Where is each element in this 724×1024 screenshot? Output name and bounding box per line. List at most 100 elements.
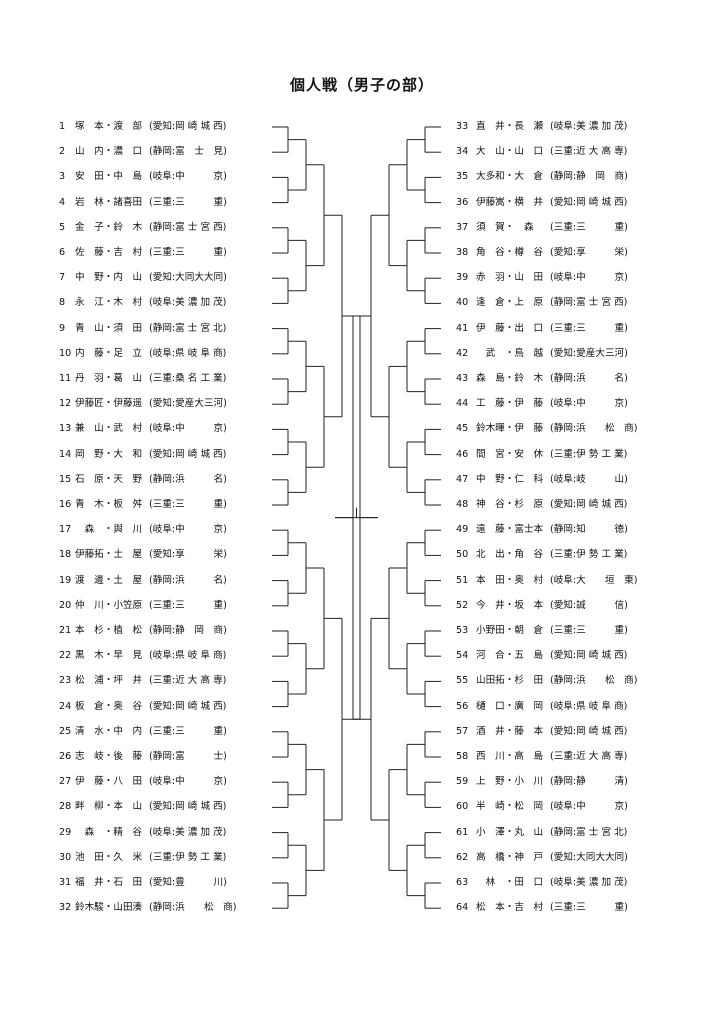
- page-title: 個人戦（男子の部）: [289, 76, 434, 94]
- entry-players: 伊藤拓・土 屋: [75, 549, 143, 561]
- entry-team: (三重:三 重): [149, 725, 227, 737]
- entry-players: 内 藤・足 立: [75, 347, 143, 359]
- entry-players: 本 杉・植 松: [75, 625, 143, 636]
- entry-players: 武 ・鳥 越: [476, 347, 544, 359]
- entry-players: 角 谷・樽 谷: [476, 247, 544, 258]
- entry-players: 鈴木暉・伊 藤: [476, 423, 544, 435]
- entry-team: (静岡:静 岡 商): [149, 625, 227, 636]
- entry-team: (静岡:富 士 宮 西): [550, 297, 628, 309]
- entry-players: 青 木・板 舛: [75, 499, 143, 510]
- entry-team: (静岡:富 士 見): [149, 146, 227, 158]
- entry-team: (静岡:静 岡 商): [550, 171, 628, 183]
- entry-team: (三重:桑 名 工 業): [149, 373, 227, 384]
- entry-team: (三重:三 重): [550, 625, 628, 636]
- entry-players: 塚 本・渡 部: [75, 121, 143, 132]
- entry-team: (三重:三 重): [550, 902, 628, 914]
- entry-players: 河 合・五 島: [476, 650, 544, 662]
- entry-team: (三重:近 大 高 専): [550, 751, 628, 762]
- entry-team: (三重:伊 勢 工 業): [550, 549, 628, 561]
- entry-players: 山田拓・杉 田: [476, 675, 544, 687]
- entry-team: (岐阜:中 京): [149, 776, 227, 788]
- entry-team: (愛知:岡 崎 城 西): [550, 650, 628, 662]
- entry-number: 9: [59, 322, 66, 334]
- entry-team: (愛知:大同大大同): [149, 272, 227, 284]
- entry-team: (愛知:岡 崎 城 西): [149, 700, 227, 712]
- entry-number: 20: [59, 599, 72, 611]
- entry-number: 34: [456, 146, 469, 158]
- entry-number: 47: [456, 473, 469, 485]
- entry-team: (三重:三 重): [149, 247, 227, 258]
- entry-number: 22: [59, 650, 72, 662]
- entry-number: 5: [59, 221, 66, 233]
- entry-players: 小 澤・丸 山: [476, 826, 544, 838]
- entry-team: (岐阜:中 京): [149, 524, 227, 536]
- entry-players: 林 ・田 口: [476, 877, 544, 888]
- entry-number: 2: [59, 146, 66, 158]
- entry-players: 池 田・久 米: [75, 851, 143, 863]
- entry-number: 62: [456, 851, 469, 863]
- entry-players: 金 子・鈴 木: [75, 221, 143, 233]
- entry-row: 29 森 ・精 谷(岐阜:美 濃 加 茂): [59, 826, 253, 840]
- entry-team: (愛知:享 栄): [550, 247, 628, 258]
- entry-team: (三重:近 大 高 専): [550, 146, 628, 158]
- entry-team: (三重:三 重): [149, 196, 227, 208]
- entry-number: 54: [456, 650, 469, 662]
- entry-players: 鈴木駿・山田湊: [75, 902, 143, 914]
- entry-number: 33: [456, 121, 469, 132]
- entry-number: 45: [456, 423, 469, 435]
- entry-team: (岐阜:大 垣 東): [550, 574, 638, 586]
- entry-players: 青 山・須 田: [75, 322, 143, 334]
- entry-team: (静岡:富 士 宮 北): [550, 826, 628, 838]
- entry-team: (岐阜:美 濃 加 茂): [149, 826, 227, 838]
- entry-number: 30: [59, 851, 72, 863]
- entry-players: 直 井・長 瀬: [476, 121, 544, 132]
- entry-team: (愛知:享 栄): [149, 549, 227, 561]
- entry-number: 59: [456, 776, 469, 788]
- entry-players: 赤 羽・山 田: [476, 272, 544, 284]
- entry-team: (愛知:岡 崎 城 西): [149, 448, 227, 460]
- entry-number: 49: [456, 524, 469, 536]
- entry-row: 42 武 ・鳥 越(愛知:愛産大三河): [456, 347, 654, 361]
- entry-number: 39: [456, 272, 469, 284]
- entry-number: 40: [456, 297, 469, 309]
- entry-number: 56: [456, 700, 469, 712]
- entry-players: 福 井・石 田: [75, 877, 143, 888]
- entry-number: 51: [456, 574, 469, 586]
- entry-players: 森 ・與 川: [75, 524, 143, 536]
- entry-players: 永 江・木 村: [75, 297, 143, 309]
- entry-team: (岐阜:中 京): [550, 801, 628, 813]
- entry-number: 27: [59, 776, 72, 788]
- entry-team: (愛知:豊 川): [149, 877, 227, 888]
- entry-players: 伊 藤・出 口: [476, 322, 544, 334]
- entry-number: 15: [59, 473, 72, 485]
- entry-team: (岐阜:中 京): [149, 171, 227, 183]
- entry-team: (岐阜:中 京): [149, 423, 227, 435]
- entry-row: 34 大 山・山 口 (三重:近 大 高 専): [456, 145, 654, 159]
- entry-number: 60: [456, 801, 469, 813]
- entry-players: 大 山・山 口: [476, 146, 544, 158]
- entry-number: 6: [59, 247, 66, 258]
